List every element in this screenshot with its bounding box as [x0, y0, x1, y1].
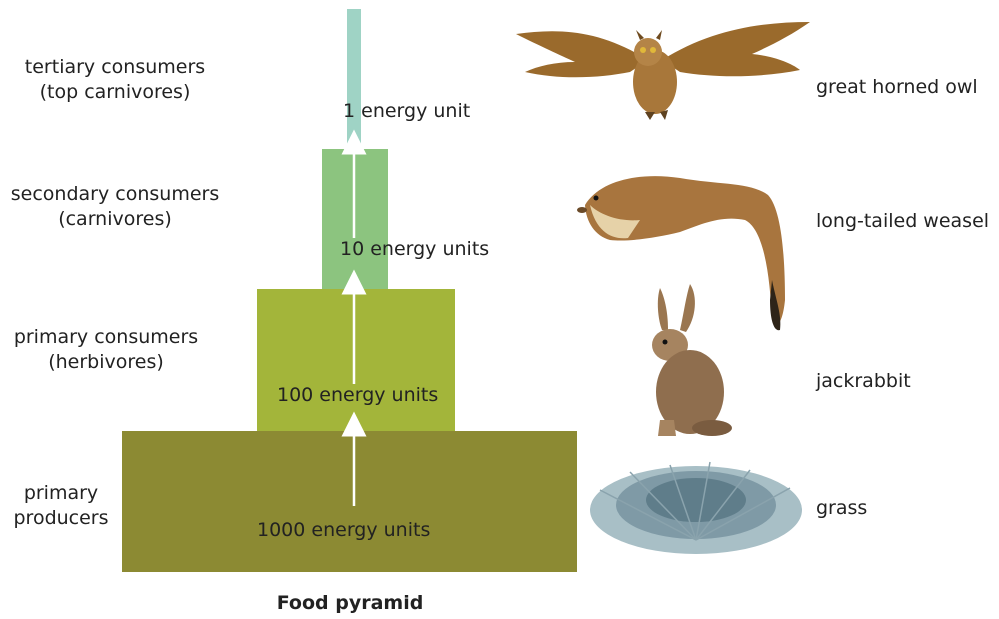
owl-icon	[516, 22, 810, 120]
level-label-secondary: secondary consumers (carnivores)	[0, 182, 230, 232]
level-label-tertiary: tertiary consumers (top carnivores)	[0, 55, 230, 105]
weasel-icon	[577, 176, 785, 330]
energy-label-tertiary: 1 energy unit	[343, 99, 470, 124]
energy-label-producers: 1000 energy units	[257, 518, 430, 543]
energy-label-primary-consumers: 100 energy units	[277, 383, 438, 408]
level-name: primary	[0, 481, 122, 506]
level-label-producers: primary producers	[0, 481, 122, 531]
organism-label-owl: great horned owl	[816, 75, 978, 100]
level-name: tertiary consumers	[0, 55, 230, 80]
diagram-caption: Food pyramid	[0, 592, 700, 614]
level-description: (herbivores)	[0, 350, 212, 375]
level-description: producers	[0, 506, 122, 531]
level-name: secondary consumers	[0, 182, 230, 207]
level-name: primary consumers	[0, 325, 212, 350]
level-description: (top carnivores)	[0, 80, 230, 105]
level-label-primary-consumers: primary consumers (herbivores)	[0, 325, 212, 375]
organism-label-weasel: long-tailed weasel	[816, 209, 989, 234]
energy-label-secondary: 10 energy units	[340, 237, 489, 262]
level-description: (carnivores)	[0, 207, 230, 232]
grass-icon	[590, 462, 802, 554]
jackrabbit-icon	[652, 284, 732, 436]
organism-label-jackrabbit: jackrabbit	[816, 369, 911, 394]
organism-label-grass: grass	[816, 496, 867, 521]
